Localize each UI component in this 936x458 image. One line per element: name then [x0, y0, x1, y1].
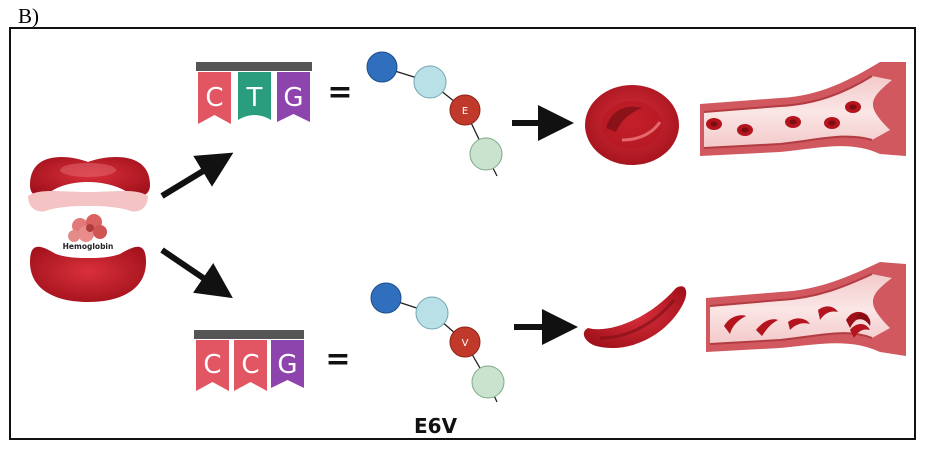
mutation-site-bead — [449, 326, 481, 358]
mutation-site-bead — [449, 94, 481, 126]
peptide-bead — [370, 282, 402, 314]
codon-letter: G — [277, 350, 297, 380]
peptide-bead — [366, 51, 398, 83]
equals-sign: = — [325, 342, 350, 377]
panel-label: B) — [18, 4, 39, 28]
residue-label: E — [462, 106, 468, 117]
codon-tile: C — [234, 340, 267, 391]
mutant-codon: C C G — [194, 330, 304, 391]
mutant-peptide-chain: V — [370, 282, 505, 403]
sickle-cell-clump — [846, 311, 871, 338]
codon-letter: G — [283, 83, 303, 113]
normal-peptide-chain: E — [366, 51, 503, 177]
flowing-rbc — [845, 101, 861, 113]
flowing-rbc — [824, 117, 840, 129]
peptide-bead — [469, 137, 503, 171]
mutation-label: E6V — [414, 414, 458, 438]
peptide-bead — [415, 296, 449, 330]
flowing-rbc — [785, 116, 801, 128]
codon-tile: G — [271, 340, 304, 388]
equals-sign: = — [327, 75, 352, 110]
residue-label: V — [462, 338, 469, 349]
normal-codon: C T G — [196, 62, 312, 124]
codon-tile: C — [198, 72, 231, 124]
codon-letter: C — [241, 350, 259, 380]
hemoglobin-label: Hemoglobin — [63, 242, 114, 251]
normal-red-blood-cell — [585, 85, 679, 165]
flowing-rbc — [737, 124, 753, 136]
hemoglobin-cell-illustration: Hemoglobin — [28, 156, 150, 302]
sickle-blood-vessel — [706, 262, 906, 356]
figure-frame — [9, 27, 916, 440]
flowing-rbc — [706, 118, 722, 130]
sickled-cell — [788, 318, 810, 330]
peptide-bead — [471, 365, 505, 399]
arrow-to-normal — [160, 152, 234, 199]
sickled-cell — [724, 315, 746, 334]
codon-letter: C — [203, 350, 221, 380]
codon-tile: G — [277, 72, 310, 122]
sickle-red-blood-cell — [583, 286, 687, 349]
arrow-to-mutant — [160, 247, 233, 299]
codon-letter: C — [205, 83, 223, 113]
codon-tile: T — [238, 72, 271, 120]
hemoglobin-protein-icon — [68, 214, 107, 242]
normal-blood-vessel — [700, 62, 906, 156]
sickled-cell — [818, 306, 838, 320]
codon-letter: T — [246, 83, 263, 113]
peptide-bead — [413, 65, 447, 99]
codon-tile: C — [196, 340, 229, 391]
sickled-cell — [756, 319, 778, 336]
